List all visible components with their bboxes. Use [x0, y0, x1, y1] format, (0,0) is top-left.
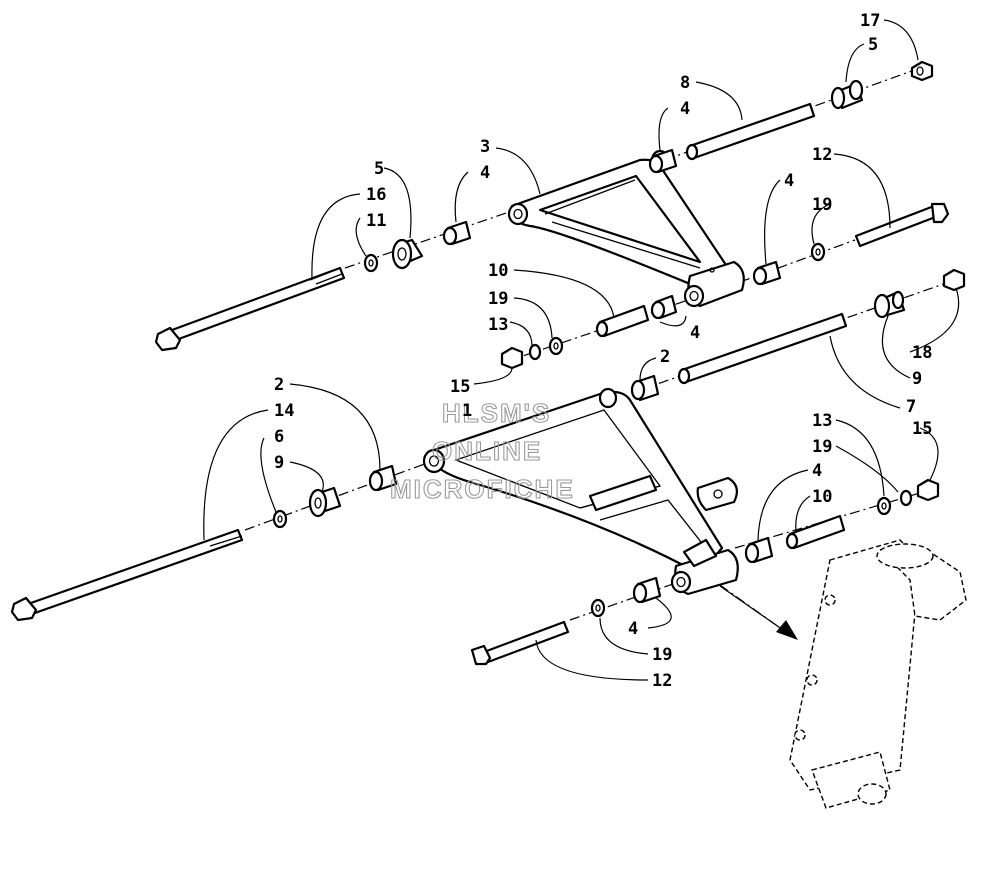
watermark: HLSM'S ONLINE MICROFICHE	[389, 397, 575, 504]
hardware	[10, 60, 966, 666]
leader-lines	[203, 19, 960, 681]
callout-1: 1	[462, 401, 472, 421]
callout-5: 5	[868, 35, 878, 55]
callout-4: 4	[480, 163, 490, 183]
spindle-ghost	[789, 539, 967, 809]
callout-3: 3	[480, 137, 490, 157]
callout-13: 13	[488, 315, 508, 335]
callout-15: 15	[450, 377, 470, 397]
callout-6: 6	[274, 427, 284, 447]
callout-15: 15	[912, 419, 932, 439]
callout-11: 11	[366, 211, 386, 231]
watermark-line-1: HLSM'S	[442, 398, 551, 428]
callout-4: 4	[812, 461, 822, 481]
arrow-to-spindle	[719, 585, 798, 640]
callout-12: 12	[812, 145, 832, 165]
callout-4: 4	[690, 323, 700, 343]
watermark-line-3: MICROFICHE	[390, 474, 575, 504]
callout-19: 19	[652, 645, 672, 665]
watermark-line-2: ONLINE	[432, 436, 542, 466]
callout-12: 12	[652, 671, 672, 691]
callout-14: 14	[274, 401, 294, 421]
upper-a-arm	[507, 149, 745, 308]
callout-17: 17	[860, 11, 880, 31]
callout-4: 4	[680, 99, 690, 119]
callout-4: 4	[784, 171, 794, 191]
assembly-axes	[244, 67, 956, 636]
callout-4: 4	[628, 619, 638, 639]
callout-19: 19	[812, 195, 832, 215]
callout-9: 9	[912, 369, 922, 389]
callout-8: 8	[680, 73, 690, 93]
lower-a-arm	[422, 387, 739, 596]
callout-13: 13	[812, 411, 832, 431]
callout-19: 19	[812, 437, 832, 457]
callout-2: 2	[274, 375, 284, 395]
callout-10: 10	[488, 261, 508, 281]
callout-10: 10	[812, 487, 832, 507]
callout-18: 18	[912, 343, 932, 363]
callouts: 17 5 8 4 3 4 5 16 11 12 4 19 10 19 13 4 …	[274, 11, 932, 691]
callout-5: 5	[374, 159, 384, 179]
callout-2: 2	[660, 347, 670, 367]
callout-7: 7	[906, 397, 916, 417]
callout-16: 16	[366, 185, 386, 205]
callout-19: 19	[488, 289, 508, 309]
callout-9: 9	[274, 453, 284, 473]
